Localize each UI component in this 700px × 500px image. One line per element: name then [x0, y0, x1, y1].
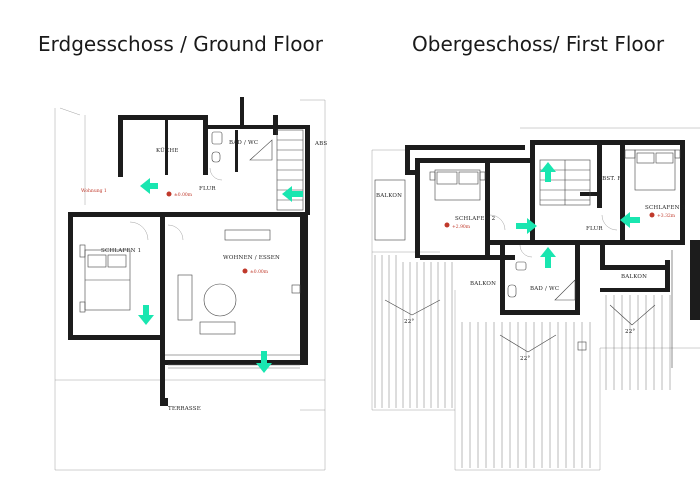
first-floor-plan: BALKON SCHLAFEN 2 ABST. R SCHLAFEN 3 FLU…: [371, 127, 700, 471]
first-level-markers: [444, 212, 655, 228]
arrow-down-icon: [138, 305, 154, 325]
roof-pitch-label: 22°: [404, 319, 414, 325]
bedroom1-label: SCHLAFEN 1: [101, 248, 141, 254]
living-label: WOHNEN / ESSEN: [223, 255, 280, 261]
ground-doors: [129, 167, 223, 241]
roof-hatching: [374, 255, 671, 468]
ground-arrows: [138, 178, 303, 373]
ground-storage-label: ABS: [314, 141, 327, 147]
ground-floor-plan: KÜCHE BAD / WC FLUR SCHLAFEN 1 WOHNEN / …: [54, 97, 327, 471]
ground-bath-label: BAD / WC: [229, 140, 258, 146]
ground-bath-fixtures: [211, 131, 273, 163]
roof-pitch-label: 22°: [625, 329, 635, 335]
bedroom3-level: +3.32m: [657, 213, 676, 219]
roof-pitch-label: 22°: [520, 356, 530, 362]
kitchen-label: KÜCHE: [156, 147, 179, 154]
terrace-label: TERRASSE: [168, 406, 201, 412]
level-marker-icon: [242, 268, 248, 274]
arrow-left-icon: [282, 186, 303, 202]
first-hall-label: FLUR: [586, 226, 603, 232]
first-floor-heading: Obergeschoss/ First Floor: [412, 32, 665, 56]
ground-hall-label: FLUR: [199, 186, 216, 192]
balcony-left-label: BALKON: [376, 193, 402, 199]
terrace-paving: [168, 364, 300, 369]
roof-pitch-lines: [384, 250, 673, 368]
first-doors: [489, 214, 618, 258]
hall-level: ±0.00m: [174, 192, 193, 198]
arrow-down-icon: [256, 351, 272, 373]
balcony-mid-label: BALKON: [470, 281, 496, 287]
ground-level-markers: [166, 191, 248, 274]
first-arrows: [516, 162, 640, 268]
living-level: ±0.00m: [250, 269, 269, 275]
arrow-left-icon: [140, 178, 158, 194]
arrow-up-icon: [540, 162, 556, 182]
ground-walls: [68, 97, 310, 406]
ground-stair: [276, 129, 304, 211]
storage-label: ABST. R: [597, 176, 622, 182]
first-bath-label: BAD / WC: [530, 286, 559, 292]
level-marker-icon: [444, 222, 450, 228]
arrow-right-icon: [516, 218, 537, 234]
balcony-right-label: BALKON: [621, 274, 647, 280]
first-walls: [405, 140, 700, 320]
level-marker-icon: [166, 191, 172, 197]
site-lines: [54, 99, 326, 471]
bedroom3-label: SCHLAFEN 3: [645, 205, 686, 211]
bedroom2-label: SCHLAFEN 2: [455, 216, 495, 222]
first-site-lines: [371, 127, 700, 471]
arrow-up-icon: [540, 247, 556, 268]
arrow-left-icon: [620, 212, 640, 228]
level-marker-icon: [649, 212, 655, 218]
ground-floor-heading: Erdgesschoss / Ground Floor: [38, 32, 323, 56]
first-furniture: [374, 149, 681, 351]
ground-furniture: [79, 229, 301, 356]
bedroom2-level: +2.90m: [452, 224, 471, 230]
unit-label: Wohnung 1: [81, 188, 107, 194]
